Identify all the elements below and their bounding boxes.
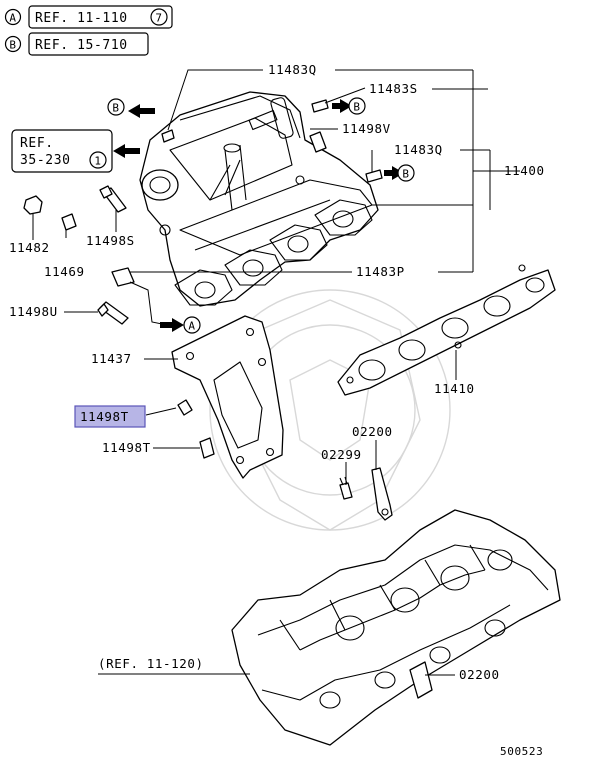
ref-b-marker: B xyxy=(9,39,16,52)
arrow-to-b-right: B xyxy=(384,164,415,182)
intake-gasket-11410 xyxy=(337,264,556,396)
stud-11469 xyxy=(61,213,77,231)
ref-b-header: B REF. 15-710 xyxy=(4,32,149,56)
bolt-02299 xyxy=(339,476,353,500)
bolt-11498t xyxy=(199,437,215,459)
ref-a-circled-number: 7 xyxy=(155,12,162,25)
ref-box-circled-number: 1 xyxy=(94,155,101,168)
label-11498u: 11498U xyxy=(9,304,58,319)
label-11498t-highlighted[interactable]: 11498T xyxy=(80,409,129,424)
intake-manifold-11400 xyxy=(139,91,379,307)
plug-11483q xyxy=(161,129,383,183)
label-11400: 11400 xyxy=(504,163,545,178)
arrow-b1-marker: B xyxy=(112,102,119,115)
ref-a-text: REF. 11-110 xyxy=(35,11,128,26)
label-02200-bottom: 02200 xyxy=(459,667,500,682)
arrow-b3-marker: B xyxy=(402,168,409,181)
ref-a-marker: A xyxy=(9,12,16,25)
label-02200-top: 02200 xyxy=(352,424,393,439)
label-11483q-top: 11483Q xyxy=(268,62,317,77)
label-11498v: 11498V xyxy=(342,121,391,136)
label-11483p: 11483P xyxy=(356,264,405,279)
ref-box-line1: REF. xyxy=(20,136,54,151)
label-11410: 11410 xyxy=(434,381,475,396)
arrow-to-b-left: B xyxy=(107,98,155,118)
bolt-11498s xyxy=(99,185,127,213)
label-11498t: 11498T xyxy=(102,440,151,455)
cylinder-head xyxy=(231,509,561,746)
arrow-to-b-upper-right: B xyxy=(332,97,366,115)
plug-11483s xyxy=(311,99,329,113)
label-11482: 11482 xyxy=(9,240,50,255)
label-11483q-right: 11483Q xyxy=(394,142,443,157)
fitting-11483p xyxy=(111,267,135,287)
highlight-box-11498t xyxy=(74,405,146,428)
diagram-id: 500523 xyxy=(500,745,543,758)
label-11483s: 11483S xyxy=(369,81,418,96)
label-ref-11-120: (REF. 11-120) xyxy=(98,656,204,671)
nut-11482 xyxy=(23,195,43,215)
bolt-11498u xyxy=(97,301,129,325)
ref-a-header: A REF. 11-110 7 xyxy=(4,5,173,29)
arrow-a1-marker: A xyxy=(188,320,195,333)
label-02299: 02299 xyxy=(321,447,362,462)
bolt-11498t-highlighted xyxy=(177,399,193,416)
ref-box-line2: 35-230 xyxy=(20,153,71,168)
manifold-bracket-11437 xyxy=(171,315,284,479)
ref-35-230-box: REF. 35-230 1 xyxy=(11,129,113,173)
bolt-11498v xyxy=(309,131,327,153)
label-11469: 11469 xyxy=(44,264,85,279)
ref-b-text: REF. 15-710 xyxy=(35,38,128,53)
clip-02200 xyxy=(371,467,393,521)
arrow-to-ref-box xyxy=(113,144,140,158)
label-11437: 11437 xyxy=(91,351,132,366)
label-11498s: 11498S xyxy=(86,233,135,248)
arrow-to-a: A xyxy=(160,316,201,334)
arrow-b2-marker: B xyxy=(353,101,360,114)
